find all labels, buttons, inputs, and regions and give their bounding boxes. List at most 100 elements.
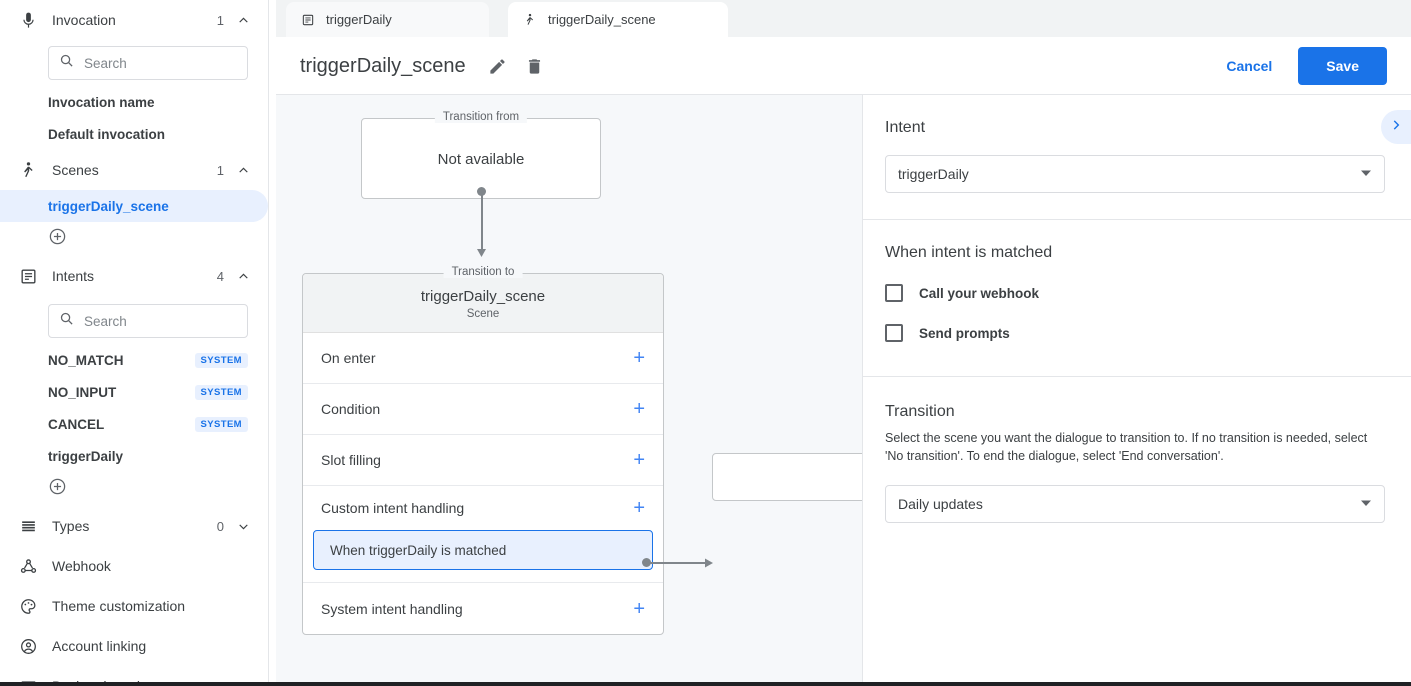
add-icon[interactable]: +	[633, 597, 645, 620]
edge-vertical-line	[481, 191, 483, 250]
page-title: triggerDaily_scene	[300, 54, 466, 77]
palette-icon	[14, 594, 42, 618]
intent-section: Intent triggerDaily	[863, 95, 1411, 220]
transition-select[interactable]: Daily updates	[885, 485, 1385, 524]
scene-row-custom-intent-handling[interactable]: Custom intent handling +	[303, 486, 663, 530]
add-icon[interactable]: +	[633, 497, 645, 519]
chevron-down-icon[interactable]	[234, 517, 252, 535]
trash-icon[interactable]	[525, 57, 544, 76]
sidebar-item-backend-services[interactable]: Backend services	[0, 666, 268, 682]
sidebar-group-count: 1	[216, 12, 224, 28]
transition-to-node[interactable]: Transition to triggerDaily_scene Scene O…	[302, 266, 664, 635]
transition-select-value: Daily updates	[898, 496, 983, 513]
sidebar-item-label: Theme customization	[52, 598, 186, 614]
chevron-up-icon[interactable]	[234, 267, 252, 285]
types-lines-icon	[14, 514, 42, 538]
sidebar-item-label: Account linking	[52, 638, 147, 654]
intent-select[interactable]: triggerDaily	[885, 155, 1385, 193]
edge-arrow-right-icon	[705, 558, 713, 568]
intent-select-value: triggerDaily	[898, 166, 969, 182]
scene-row-system-intent-handling[interactable]: System intent handling +	[303, 583, 663, 634]
sidebar-item-theme-customization[interactable]: Theme customization	[0, 586, 268, 626]
transition-from-legend: Transition from	[434, 111, 528, 123]
add-intent-button[interactable]	[0, 472, 268, 506]
sidebar-group-label: Invocation	[52, 12, 116, 28]
sidebar-group-types[interactable]: Types 0	[0, 506, 268, 546]
scene-row-slot-filling[interactable]: Slot filling +	[303, 435, 663, 486]
sidebar-item-label: triggerDaily_scene	[48, 198, 169, 214]
scene-node-title: triggerDaily_scene	[420, 288, 546, 305]
sidebar-item-account-linking[interactable]: Account linking	[0, 626, 268, 666]
intent-icon	[300, 12, 316, 28]
account-circle-icon	[14, 634, 42, 658]
intent-handler-label: When triggerDaily is matched	[330, 542, 507, 558]
checkbox-label: Send prompts	[919, 325, 1010, 341]
add-scene-button[interactable]	[0, 222, 268, 256]
tab-bar: triggerDaily triggerDaily_scene	[276, 0, 1411, 37]
webhook-icon	[14, 554, 42, 578]
plus-circle-icon	[48, 477, 67, 501]
sidebar-group-invocation[interactable]: Invocation 1	[0, 0, 268, 40]
chevron-up-icon[interactable]	[234, 11, 252, 29]
tab-triggerdaily-scene[interactable]: triggerDaily_scene	[508, 2, 728, 37]
sidebar: Invocation 1 Search Invocation name Defa…	[0, 0, 268, 682]
backend-services-icon	[14, 674, 42, 682]
close-icon[interactable]	[461, 13, 479, 26]
intents-search-placeholder: Search	[84, 313, 127, 329]
sidebar-group-count: 4	[216, 268, 224, 284]
sidebar-item-invocation-name[interactable]: Invocation name	[0, 86, 268, 118]
intent-handler-chip[interactable]: When triggerDaily is matched	[313, 530, 653, 570]
transition-target-node[interactable]: Tr Dail	[712, 453, 862, 501]
cancel-button[interactable]: Cancel	[1214, 50, 1284, 82]
sidebar-item-label: NO_INPUT	[48, 384, 117, 400]
tab-triggerdaily[interactable]: triggerDaily	[286, 2, 489, 37]
plus-circle-icon	[48, 227, 67, 251]
sidebar-group-intents[interactable]: Intents 4	[0, 256, 268, 296]
sidebar-group-scenes[interactable]: Scenes 1	[0, 150, 268, 190]
status-badge: SYSTEM	[194, 416, 248, 432]
sidebar-item-no-input[interactable]: NO_INPUT SYSTEM	[0, 376, 268, 408]
scene-node-subtitle: Scene	[466, 308, 500, 320]
edge-arrow-down-icon	[477, 249, 486, 257]
scene-node-header: triggerDaily_scene Scene	[303, 274, 663, 333]
search-icon	[59, 53, 74, 73]
sidebar-item-default-invocation[interactable]: Default invocation	[0, 118, 268, 150]
scene-row-condition[interactable]: Condition +	[303, 384, 663, 435]
sidebar-item-label: Webhook	[52, 558, 111, 574]
sidebar-item-no-match[interactable]: NO_MATCH SYSTEM	[0, 344, 268, 376]
sidebar-item-cancel[interactable]: CANCEL SYSTEM	[0, 408, 268, 440]
checkbox-label: Call your webhook	[919, 285, 1040, 301]
sidebar-group-label: Scenes	[52, 162, 99, 178]
checkbox-call-your-webhook[interactable]: Call your webhook	[885, 284, 1385, 302]
sidebar-item-triggerdaily[interactable]: triggerDaily	[0, 440, 268, 472]
sidebar-item-webhook[interactable]: Webhook	[0, 546, 268, 586]
invocation-search-placeholder: Search	[84, 55, 127, 71]
checkbox-send-prompts[interactable]: Send prompts	[885, 324, 1385, 342]
checkbox-box[interactable]	[885, 324, 903, 342]
tab-label: triggerDaily	[326, 12, 392, 27]
sidebar-item-label: NO_MATCH	[48, 352, 124, 368]
intents-search-input[interactable]: Search	[48, 304, 248, 338]
custom-intent-handler-list: When triggerDaily is matched	[303, 530, 663, 583]
page-header: triggerDaily_scene Cancel Save	[276, 37, 1411, 95]
scene-row-on-enter[interactable]: On enter +	[303, 333, 663, 384]
invocation-search-input[interactable]: Search	[48, 46, 248, 80]
add-icon[interactable]: +	[633, 347, 645, 369]
chevron-right-icon	[1389, 118, 1403, 137]
scene-graph-canvas[interactable]: Transition from Not available Transition…	[276, 95, 862, 682]
panel-collapse-button[interactable]	[1381, 110, 1411, 144]
chevron-up-icon[interactable]	[234, 161, 252, 179]
transition-heading: Transition	[885, 403, 955, 420]
add-icon[interactable]: +	[633, 449, 645, 471]
sidebar-item-triggerdaily-scene[interactable]: triggerDaily_scene	[0, 190, 268, 222]
add-icon[interactable]: +	[633, 398, 645, 420]
save-button[interactable]: Save	[1298, 47, 1387, 85]
scene-row-label: On enter	[321, 350, 376, 366]
pencil-icon[interactable]	[488, 57, 507, 76]
intent-heading: Intent	[885, 119, 926, 136]
checkbox-box[interactable]	[885, 284, 903, 302]
status-badge: SYSTEM	[194, 352, 248, 368]
close-icon[interactable]	[700, 13, 718, 26]
microphone-icon	[14, 8, 42, 32]
